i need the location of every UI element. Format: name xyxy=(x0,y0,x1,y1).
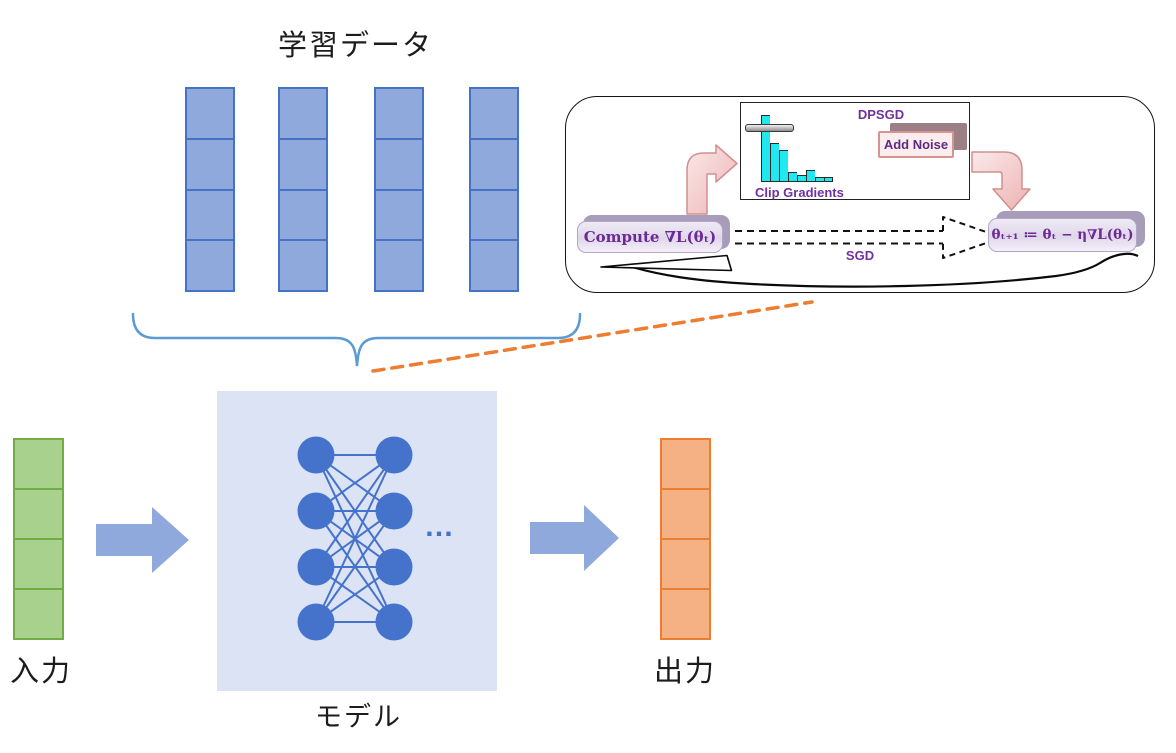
nn-connection xyxy=(315,510,395,623)
training-data-title: 学習データ xyxy=(278,30,434,62)
clip-threshold-bar xyxy=(745,124,794,132)
training-column-4 xyxy=(469,87,519,292)
histogram-bar xyxy=(779,150,788,182)
clip-histogram xyxy=(761,115,833,182)
nn-node xyxy=(297,492,335,530)
brace-under-training-data xyxy=(131,312,582,367)
vector-cell xyxy=(376,191,422,242)
vector-cell xyxy=(15,440,62,490)
add-noise-box: Add Noise xyxy=(878,131,954,158)
vector-cell xyxy=(187,241,233,290)
model-label: モデル xyxy=(315,702,402,732)
vector-cell xyxy=(471,140,517,191)
training-column-1 xyxy=(185,87,235,292)
vector-cell xyxy=(662,540,709,590)
histogram-bar xyxy=(770,143,779,182)
nn-node xyxy=(375,436,413,474)
output-vector xyxy=(660,438,711,640)
nn-node xyxy=(375,548,413,586)
vector-cell xyxy=(15,490,62,540)
vector-cell xyxy=(280,191,326,242)
nn-node xyxy=(375,492,413,530)
histogram-bar xyxy=(815,177,824,182)
training-column-2 xyxy=(278,87,328,292)
output-label: 出力 xyxy=(654,656,717,688)
vector-cell xyxy=(280,140,326,191)
update-to-compute-return-curve xyxy=(628,252,1139,288)
nn-node xyxy=(297,548,335,586)
vector-cell xyxy=(280,89,326,140)
nn-connection xyxy=(315,454,395,623)
vector-cell xyxy=(471,89,517,140)
compute-to-clip-arrow xyxy=(686,144,738,215)
nn-node xyxy=(375,603,413,641)
vector-cell xyxy=(187,140,233,191)
vector-cell xyxy=(376,140,422,191)
vector-cell xyxy=(15,590,62,638)
vector-cell xyxy=(471,191,517,242)
vector-cell xyxy=(187,89,233,140)
noise-to-update-arrow xyxy=(971,151,1031,211)
histogram-bar xyxy=(788,172,797,182)
neural-network xyxy=(297,436,413,641)
nn-node xyxy=(297,436,335,474)
hidden-layers-ellipsis: … xyxy=(424,510,457,543)
clip-gradients-box: DPSGD Clip Gradients xyxy=(740,102,970,200)
nn-connection xyxy=(315,454,395,568)
vector-cell xyxy=(187,191,233,242)
nn-node xyxy=(297,603,335,641)
histogram-bar xyxy=(806,170,815,182)
vector-cell xyxy=(376,89,422,140)
clip-gradients-label: Clip Gradients xyxy=(755,185,844,200)
vector-cell xyxy=(662,490,709,540)
vector-cell xyxy=(471,241,517,290)
dpsgd-label: DPSGD xyxy=(857,107,905,122)
training-column-3 xyxy=(374,87,424,292)
vector-cell xyxy=(662,440,709,490)
histogram-bar xyxy=(797,175,806,182)
vector-cell xyxy=(280,241,326,290)
sgd-label: SGD xyxy=(845,248,875,263)
compute-gradient-box: Compute ∇L(θₜ) xyxy=(577,221,723,253)
vector-cell xyxy=(662,590,709,638)
sgd-dashed-arrow-shaft xyxy=(735,230,943,245)
parameter-update-box: θₜ₊₁ ≔ θₜ − η∇L(θₜ) xyxy=(988,218,1137,252)
histogram-bar xyxy=(761,115,770,182)
model-to-output-arrow xyxy=(530,505,619,571)
vector-cell xyxy=(15,540,62,590)
histogram-bar xyxy=(824,177,833,182)
input-label: 入力 xyxy=(10,656,73,688)
input-vector xyxy=(13,438,64,640)
return-arrow-head xyxy=(600,254,733,272)
dashed-connector-line xyxy=(371,300,814,373)
input-to-model-arrow xyxy=(96,507,189,573)
vector-cell xyxy=(376,241,422,290)
